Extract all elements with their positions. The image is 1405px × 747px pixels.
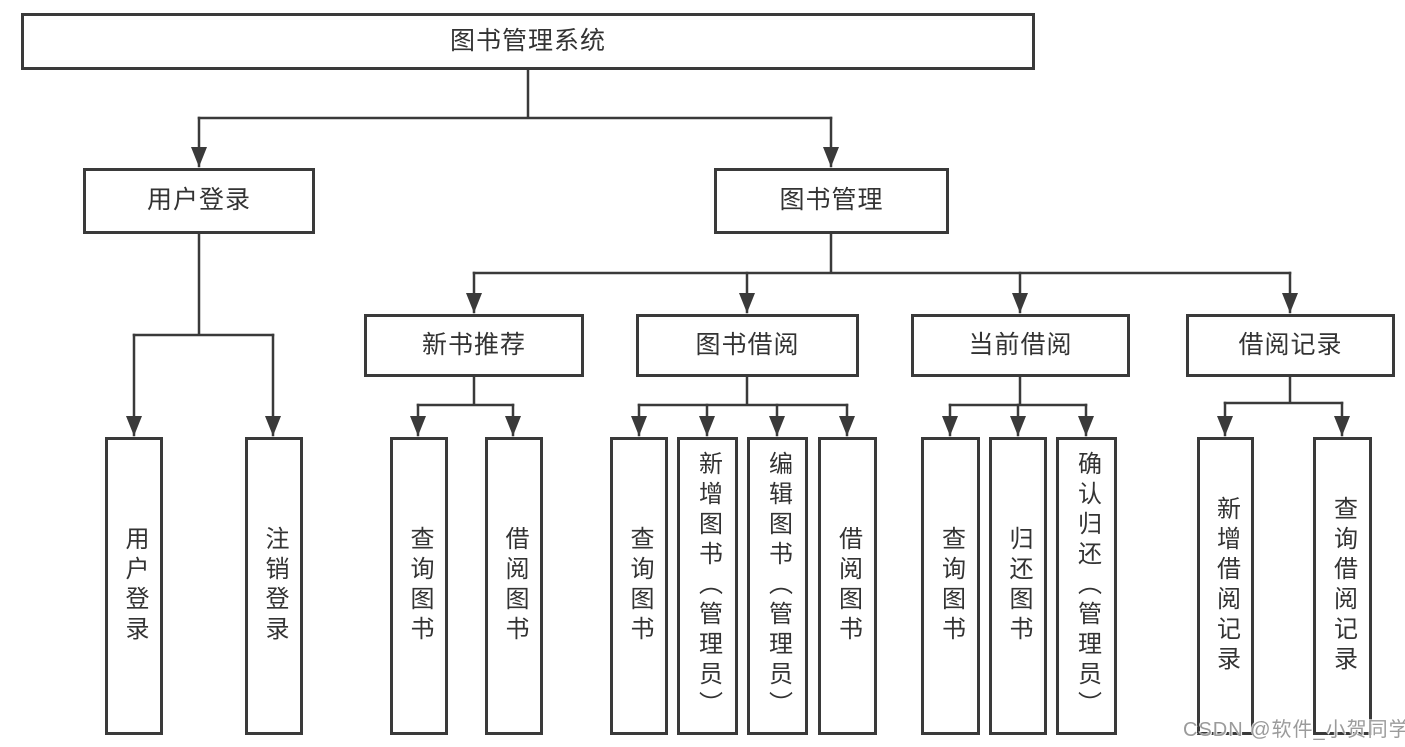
connector-current-bus xyxy=(948,375,1088,407)
node-new-book-recommend: 新书推荐 xyxy=(364,314,584,377)
leaf-user-login: 用户登录 xyxy=(105,437,163,735)
connector-bookmgmt-bus xyxy=(472,232,1292,275)
leaf-borrow-edit-books-admin: 编辑图书（管理员） xyxy=(747,437,808,735)
leaf-logout: 注销登录 xyxy=(245,437,303,735)
leaf-borrow-query-books: 查询图书 xyxy=(610,437,668,735)
connector-user-bus xyxy=(132,232,275,337)
node-book-borrowing: 图书借阅 xyxy=(636,314,859,377)
node-user-login-group: 用户登录 xyxy=(83,168,315,234)
connector-borrow-bus xyxy=(637,375,849,407)
leaf-current-return-books: 归还图书 xyxy=(989,437,1047,735)
leaf-newbook-borrow-books: 借阅图书 xyxy=(485,437,543,735)
leaf-current-query-books: 查询图书 xyxy=(921,437,980,735)
node-current-borrowing: 当前借阅 xyxy=(911,314,1130,377)
leaf-borrow-add-books-admin: 新增图书（管理员） xyxy=(677,437,738,735)
node-book-management-group: 图书管理 xyxy=(714,168,949,234)
connector-records-bus xyxy=(1223,375,1344,405)
leaf-records-query-record: 查询借阅记录 xyxy=(1313,437,1372,735)
leaf-borrow-borrow-books: 借阅图书 xyxy=(818,437,877,735)
node-borrowing-records: 借阅记录 xyxy=(1186,314,1395,377)
leaf-current-confirm-return-admin: 确认归还（管理员） xyxy=(1056,437,1117,735)
connector-root-bus xyxy=(197,68,833,120)
csdn-watermark: CSDN @软件_小贺同学 xyxy=(1183,719,1405,741)
node-book-management-system: 图书管理系统 xyxy=(21,13,1035,70)
leaf-records-add-record: 新增借阅记录 xyxy=(1197,437,1254,735)
connector-newbook-bus xyxy=(416,375,515,407)
leaf-newbook-query-books: 查询图书 xyxy=(390,437,448,735)
